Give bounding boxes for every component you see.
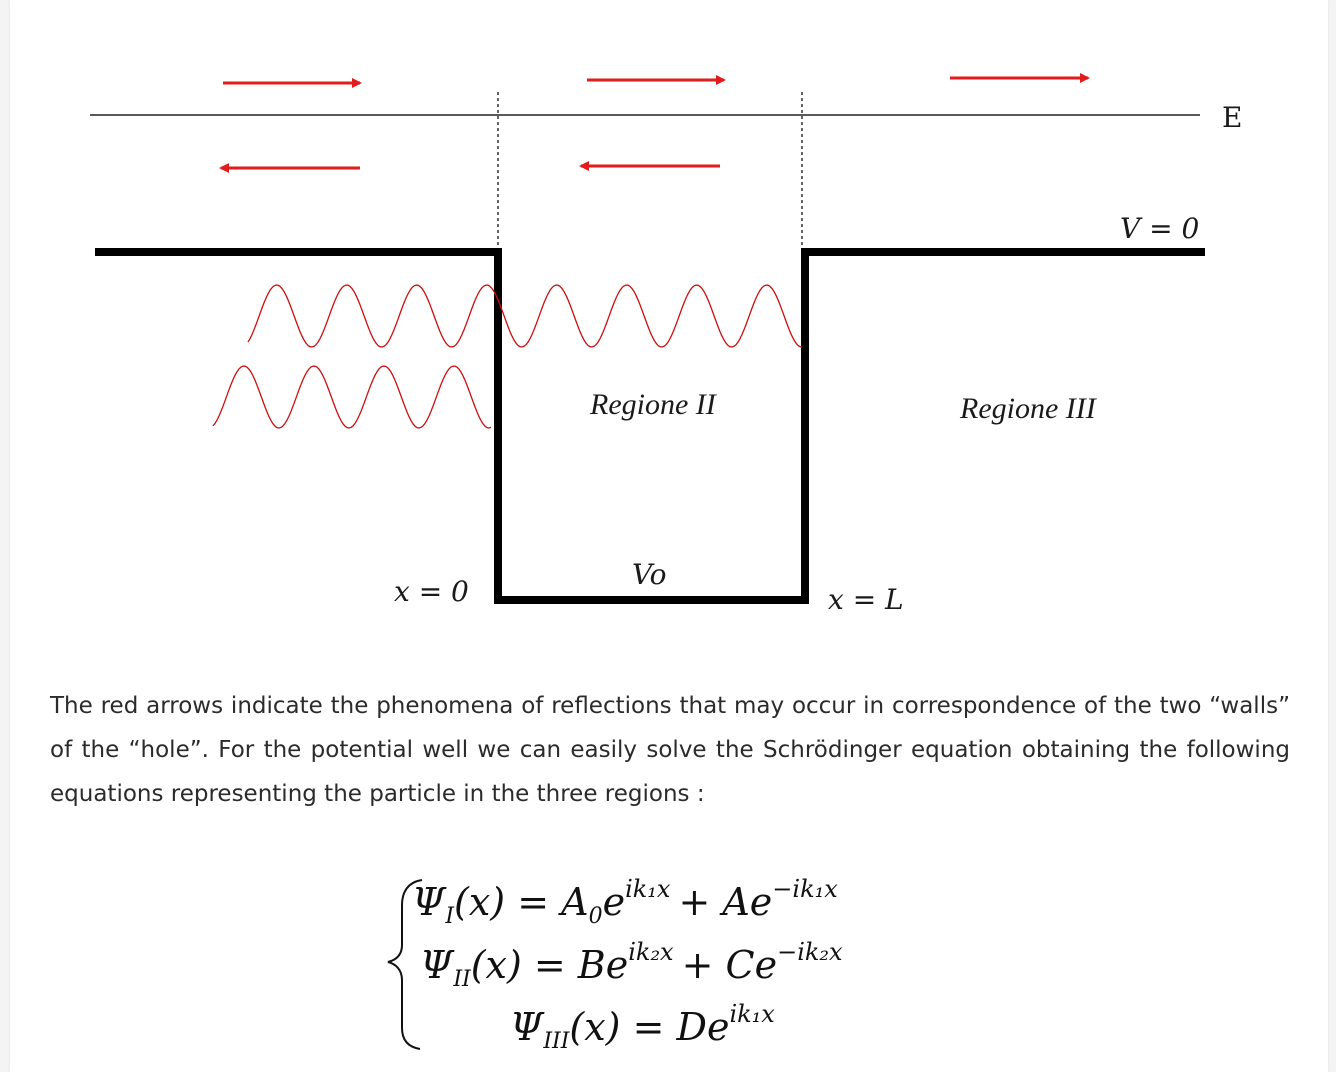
v-zero-label: V = 0 [1120,212,1199,245]
x-zero-label: x = 0 [394,575,469,608]
page: E V = 0 Regione II Regione III Vo x = 0 … [10,0,1328,1072]
region-III-label: Regione III [959,392,1098,425]
v0-label: Vo [632,558,667,591]
wave-lower [212,365,492,429]
equation-psi-I: ΨI(x) = A0eik₁x+ Ae−ik₁x [412,875,838,929]
explanation-paragraph: The red arrows indicate the phenomena of… [50,693,1290,807]
x-L-label: x = L [828,583,904,616]
energy-label: E [1222,101,1242,134]
wave-upper [247,284,803,348]
equation-brace [387,879,423,1050]
potential-well-diagram: E V = 0 Regione II Regione III Vo x = 0 … [90,73,1242,616]
region-II-label: Regione II [589,388,718,421]
equation-psi-II: ΨII(x) = Beik₂x+ Ce−ik₂x [420,938,843,992]
equation-psi-III: ΨIII(x) = Deik₁x [510,1000,775,1054]
potential-well-profile [95,248,1205,604]
